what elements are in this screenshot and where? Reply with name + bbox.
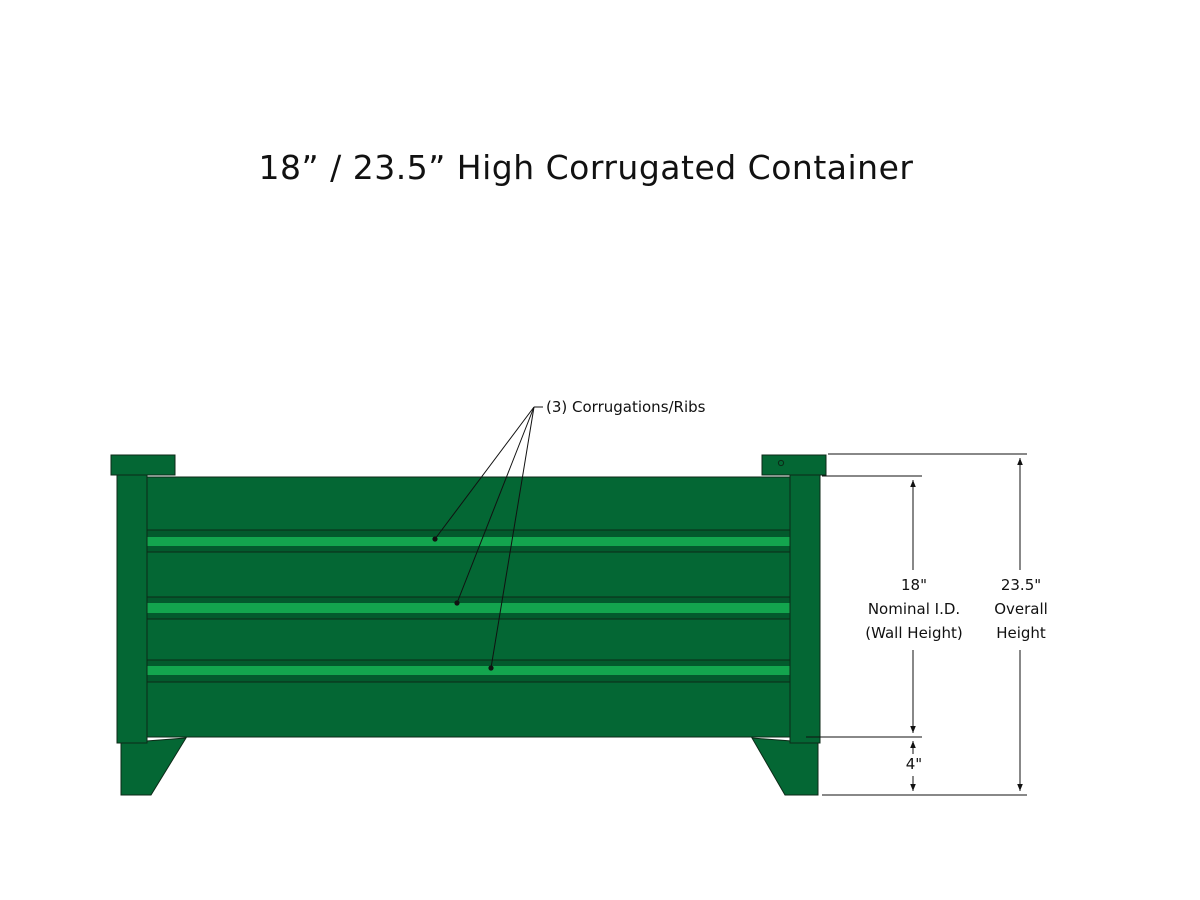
container-body xyxy=(110,454,827,796)
right-leg xyxy=(751,737,819,796)
wall-height-value: 18" xyxy=(901,576,927,594)
ribs-callout-label: (3) Corrugations/Ribs xyxy=(546,398,706,416)
left-cap xyxy=(110,454,176,476)
leg-height-dimension: 4" xyxy=(906,741,922,791)
left-leg xyxy=(120,737,187,796)
rib-3 xyxy=(147,659,791,683)
rib-1 xyxy=(147,529,791,553)
right-cap xyxy=(761,454,827,476)
wall-height-label-line-2: (Wall Height) xyxy=(865,624,962,642)
right-post xyxy=(789,474,821,744)
wall-height-label-line-1: Nominal I.D. xyxy=(868,600,960,618)
ribs-callout: (3) Corrugations/Ribs xyxy=(432,398,706,671)
overall-height-value: 23.5" xyxy=(1001,576,1041,594)
wall-height-dimension: 18" Nominal I.D. (Wall Height) xyxy=(865,480,963,733)
left-post xyxy=(116,474,148,744)
overall-height-dimension: 23.5" Overall Height xyxy=(994,458,1048,791)
overall-height-label-line-1: Overall xyxy=(994,600,1048,618)
leg-height-value: 4" xyxy=(906,755,922,773)
overall-height-label-line-2: Height xyxy=(996,624,1046,642)
cap-bolt xyxy=(777,459,785,467)
diagram-title: 18” / 23.5” High Corrugated Container xyxy=(259,148,914,187)
rib-2 xyxy=(147,596,791,620)
dimension-extension-lines xyxy=(806,453,1027,796)
